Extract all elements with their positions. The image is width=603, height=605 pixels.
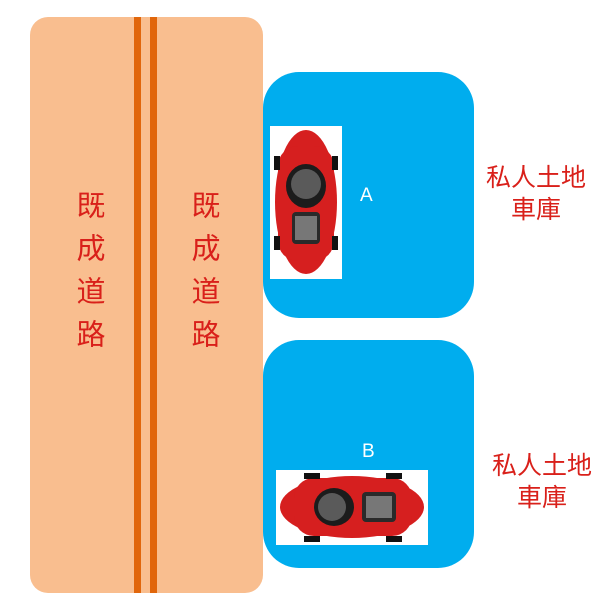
garage-a-label: 私人土地 車庫 xyxy=(476,162,596,226)
red-sports-car-icon xyxy=(274,130,338,274)
car-b-image xyxy=(276,470,428,545)
slot-label-b: B xyxy=(362,441,375,462)
road-label-right: 既成道路 xyxy=(187,190,221,362)
road-label-left: 既成道路 xyxy=(72,190,106,362)
garage-b-label: 私人土地 車庫 xyxy=(482,450,602,514)
slot-label-a: A xyxy=(360,185,373,206)
existing-road xyxy=(30,17,263,593)
road-center-line-right xyxy=(150,17,157,593)
road-center-line-left xyxy=(134,17,141,593)
garage-a-label-line2: 車庫 xyxy=(510,195,561,224)
garage-a-label-line1: 私人土地 xyxy=(485,163,586,192)
garage-b-label-line1: 私人土地 xyxy=(491,451,592,480)
car-a-image xyxy=(270,126,342,279)
garage-b-label-line2: 車庫 xyxy=(516,483,567,512)
red-sports-car-icon xyxy=(280,473,424,542)
